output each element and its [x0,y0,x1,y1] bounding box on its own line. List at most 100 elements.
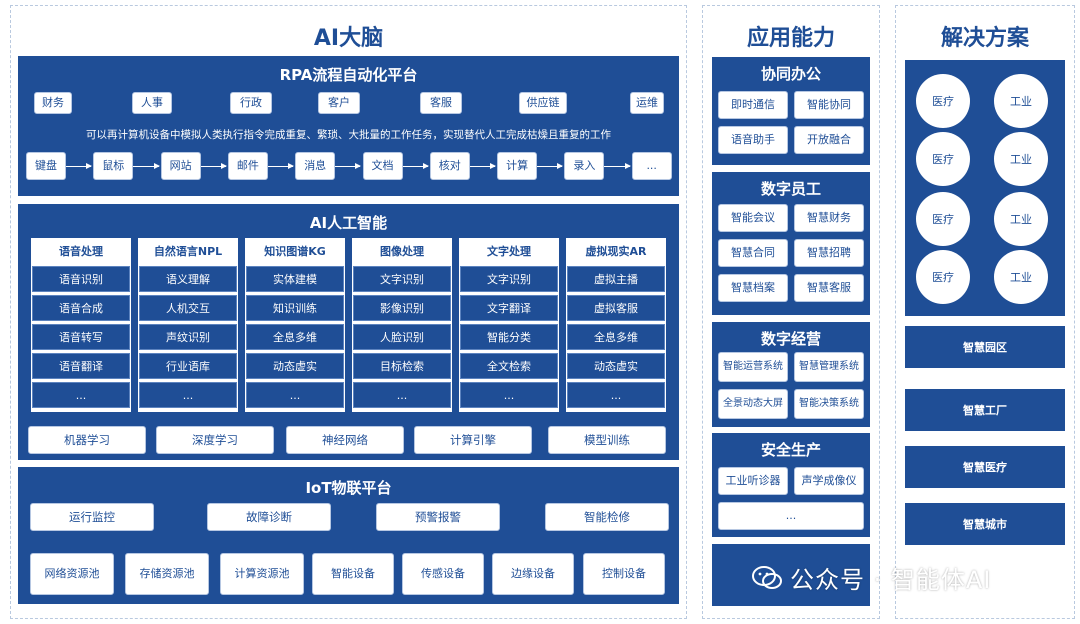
iot-function[interactable]: 智能检修 [545,503,669,531]
rpa-department[interactable]: 人事 [132,92,172,114]
watermark: 公众号 · 智能体AI [752,560,991,595]
rpa-step-arrow [402,163,430,169]
ai-column-item[interactable]: 影像识别 [353,295,451,321]
rpa-step[interactable]: 核对 [429,152,470,180]
iot-resource[interactable]: 传感设备 [402,553,484,595]
app-item[interactable]: 开放融合 [794,126,864,154]
app-section: 数字员工智能会议智慧财务智慧合同智慧招聘智慧档案智慧客服 [712,172,870,315]
app-item[interactable]: 工业听诊器 [718,467,788,495]
ai-column-item[interactable]: 全息多维 [246,324,344,350]
rpa-department[interactable]: 供应链 [519,92,567,114]
solution-circle[interactable]: 工业 [994,74,1048,128]
rpa-step[interactable]: 消息 [295,152,336,180]
rpa-step[interactable]: 鼠标 [93,152,134,180]
ai-foundation[interactable]: 计算引擎 [414,426,532,454]
ai-column-item[interactable]: ... [32,382,130,408]
ai-column-item[interactable]: 声纹识别 [139,324,237,350]
ai-column-item[interactable]: 文字翻译 [460,295,558,321]
ai-column-item[interactable]: 目标检索 [353,353,451,379]
rpa-department[interactable]: 客服 [420,92,462,114]
solution-circle[interactable]: 工业 [994,250,1048,304]
app-item[interactable]: 智慧招聘 [794,239,864,267]
ai-column-header: 图像处理 [352,238,452,264]
ai-foundation[interactable]: 深度学习 [156,426,274,454]
ai-column-item[interactable]: 虚拟客服 [567,295,665,321]
rpa-step[interactable]: 邮件 [227,152,268,180]
iot-resource[interactable]: 网络资源池 [30,553,114,595]
ai-column-item[interactable]: 语义理解 [139,266,237,292]
solution-bar[interactable]: 智慧园区 [905,326,1065,368]
ai-column-item[interactable]: 全息多维 [567,324,665,350]
solution-circle[interactable]: 工业 [994,132,1048,186]
rpa-step-arrow [267,163,295,169]
app-item[interactable]: 智慧财务 [794,204,864,232]
ai-column: 语音处理语音识别语音合成语音转写语音翻译... [31,238,131,412]
app-item[interactable]: 智能协同 [794,91,864,119]
rpa-department[interactable]: 客户 [318,92,360,114]
app-item[interactable]: 智慧管理系统 [794,352,864,382]
ai-column-item[interactable]: 虚拟主播 [567,266,665,292]
iot-function[interactable]: 运行监控 [30,503,154,531]
app-item[interactable]: 智慧档案 [718,274,788,302]
ai-column-item[interactable]: 人机交互 [139,295,237,321]
ai-column-item[interactable]: ... [460,382,558,408]
app-item[interactable]: 语音助手 [718,126,788,154]
ai-column-item[interactable]: 文字识别 [353,266,451,292]
ai-column-item[interactable]: 语音转写 [32,324,130,350]
solution-circle[interactable]: 工业 [994,192,1048,246]
ai-foundation[interactable]: 神经网络 [286,426,404,454]
iot-function[interactable]: 预警报警 [376,503,500,531]
ai-column-item[interactable]: 行业语库 [139,353,237,379]
ai-column-item[interactable]: ... [567,382,665,408]
rpa-step[interactable]: 网站 [160,152,201,180]
solution-bar[interactable]: 智慧城市 [905,503,1065,545]
rpa-step[interactable]: 文档 [362,152,403,180]
solution-circle[interactable]: 医疗 [916,192,970,246]
rpa-step[interactable]: 键盘 [26,152,66,180]
ai-column-item[interactable]: ... [353,382,451,408]
rpa-department[interactable]: 行政 [230,92,272,114]
ai-foundation[interactable]: 模型训练 [548,426,666,454]
iot-function[interactable]: 故障诊断 [207,503,331,531]
app-section: 协同办公即时通信智能协同语音助手开放融合 [712,57,870,165]
solution-circle[interactable]: 医疗 [916,250,970,304]
rpa-department[interactable]: 财务 [34,92,72,114]
app-item[interactable]: 全景动态大屏 [718,389,788,419]
ai-foundation[interactable]: 机器学习 [28,426,146,454]
ai-column-item[interactable]: 语音合成 [32,295,130,321]
ai-column-item[interactable]: 动态虚实 [567,353,665,379]
ai-column-item[interactable]: 实体建模 [246,266,344,292]
iot-resource[interactable]: 边缘设备 [492,553,574,595]
ai-column-item[interactable]: ... [139,382,237,408]
solution-bar[interactable]: 智慧工厂 [905,389,1065,431]
ai-column-item[interactable]: 动态虚实 [246,353,344,379]
app-item[interactable]: 智慧客服 [794,274,864,302]
iot-resource[interactable]: 存储资源池 [125,553,209,595]
app-item[interactable]: ... [718,502,864,530]
ai-column-item[interactable]: 人脸识别 [353,324,451,350]
app-item[interactable]: 智能会议 [718,204,788,232]
solution-bar[interactable]: 智慧医疗 [905,446,1065,488]
app-item[interactable]: 智能运营系统 [718,352,788,382]
ai-column-item[interactable]: 全文检索 [460,353,558,379]
solution-circle[interactable]: 医疗 [916,74,970,128]
ai-column-item[interactable]: 知识训练 [246,295,344,321]
rpa-step[interactable]: 计算 [497,152,538,180]
iot-resource[interactable]: 计算资源池 [220,553,304,595]
iot-resource[interactable]: 智能设备 [312,553,394,595]
ai-column-item[interactable]: 智能分类 [460,324,558,350]
iot-resource[interactable]: 控制设备 [583,553,665,595]
solution-circle[interactable]: 医疗 [916,132,970,186]
app-item[interactable]: 声学成像仪 [794,467,864,495]
ai-column-item[interactable]: ... [246,382,344,408]
app-item[interactable]: 即时通信 [718,91,788,119]
app-item[interactable]: 智慧合同 [718,239,788,267]
app-item[interactable]: 智能决策系统 [794,389,864,419]
ai-column-item[interactable]: 语音翻译 [32,353,130,379]
ai-column-item[interactable]: 语音识别 [32,266,130,292]
rpa-step[interactable]: 录入 [564,152,605,180]
rpa-department[interactable]: 运维 [630,92,664,114]
ai-column-item[interactable]: 文字识别 [460,266,558,292]
rpa-step[interactable]: ... [631,152,672,180]
